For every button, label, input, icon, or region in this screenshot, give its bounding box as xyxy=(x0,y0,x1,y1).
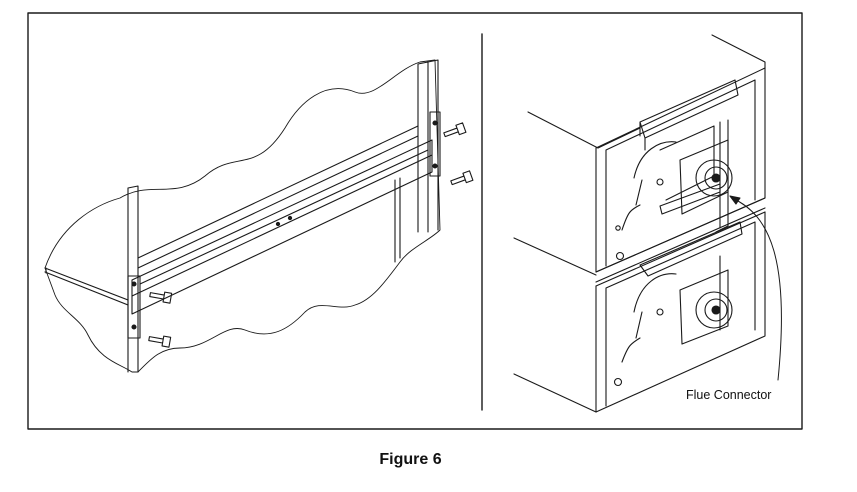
top-flue-ring-mid xyxy=(704,166,728,190)
mid-unit-knob xyxy=(615,251,625,261)
top-heat-panel xyxy=(659,119,729,233)
bolt-icon xyxy=(149,291,173,304)
right-post xyxy=(417,59,439,233)
bolt-icon xyxy=(450,170,474,186)
channel-inner xyxy=(139,149,429,285)
top-unit-side xyxy=(513,237,597,276)
top-flue-ring-outer xyxy=(695,159,733,197)
left-mount-plate xyxy=(127,275,141,339)
rail-rivet xyxy=(287,215,293,221)
bottom-unit-knob xyxy=(613,377,623,387)
bottom-unit-side xyxy=(513,373,597,413)
top-unit-knob xyxy=(615,225,621,231)
bottom-flue-ring-mid xyxy=(704,298,728,322)
top-unit-top-edge xyxy=(527,34,766,199)
bottom-unit-front xyxy=(595,211,766,413)
bottom-flue-ring-inner xyxy=(711,305,721,315)
bolt-icon xyxy=(148,335,172,348)
plate-hole xyxy=(131,281,137,287)
top-cross-bracket xyxy=(679,139,729,215)
top-flue-ring-inner xyxy=(711,173,721,183)
hood-bar xyxy=(639,79,739,151)
flue-connector-label: Flue Connector xyxy=(686,388,772,402)
side-panel xyxy=(44,267,129,306)
bottom-flue-ring-outer xyxy=(695,291,733,329)
breakout-boundary xyxy=(44,59,441,373)
callout-leader xyxy=(731,197,782,381)
back-wall xyxy=(394,177,401,263)
bottom-unit-knob xyxy=(656,308,664,316)
callout-arrowhead xyxy=(729,195,741,205)
right-mount-plate xyxy=(429,111,441,177)
plate-hole xyxy=(131,324,137,330)
rail-rivet xyxy=(275,221,281,227)
bottom-burner-pipe xyxy=(621,273,677,363)
left-panel-bracket-assembly xyxy=(44,59,474,373)
plate-hole xyxy=(432,163,438,169)
bolt-icon xyxy=(443,122,467,138)
bottom-unit-inner xyxy=(605,221,756,407)
top-unit-knob xyxy=(656,178,664,186)
figure-caption: Figure 6 xyxy=(379,451,442,468)
channel-rail-top xyxy=(137,125,419,269)
top-burner-pipe xyxy=(621,141,677,231)
top-unit-inner xyxy=(605,79,756,267)
figure-border xyxy=(27,12,803,430)
right-panel-stacked-units xyxy=(513,34,782,413)
unit-divider xyxy=(595,197,766,287)
top-support-plate xyxy=(659,183,721,215)
lower-hood xyxy=(639,221,743,277)
plate-hole xyxy=(432,120,438,126)
channel-rail-lip xyxy=(131,154,433,315)
